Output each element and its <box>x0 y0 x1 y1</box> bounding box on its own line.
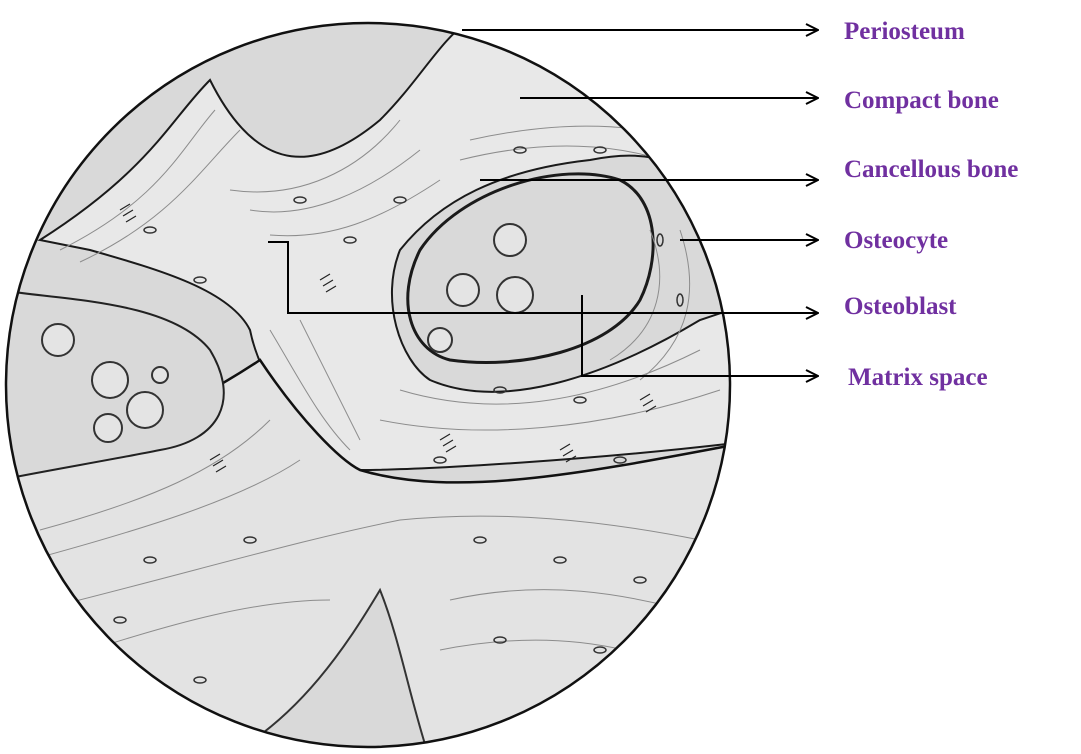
label-compact-bone: Compact bone <box>844 87 999 114</box>
label-cancellous-bone: Cancellous bone <box>844 156 1018 183</box>
label-osteoblast: Osteoblast <box>844 293 957 320</box>
label-osteocyte: Osteocyte <box>844 227 948 254</box>
label-periosteum: Periosteum <box>844 18 965 45</box>
label-matrix-space: Matrix space <box>848 364 988 391</box>
